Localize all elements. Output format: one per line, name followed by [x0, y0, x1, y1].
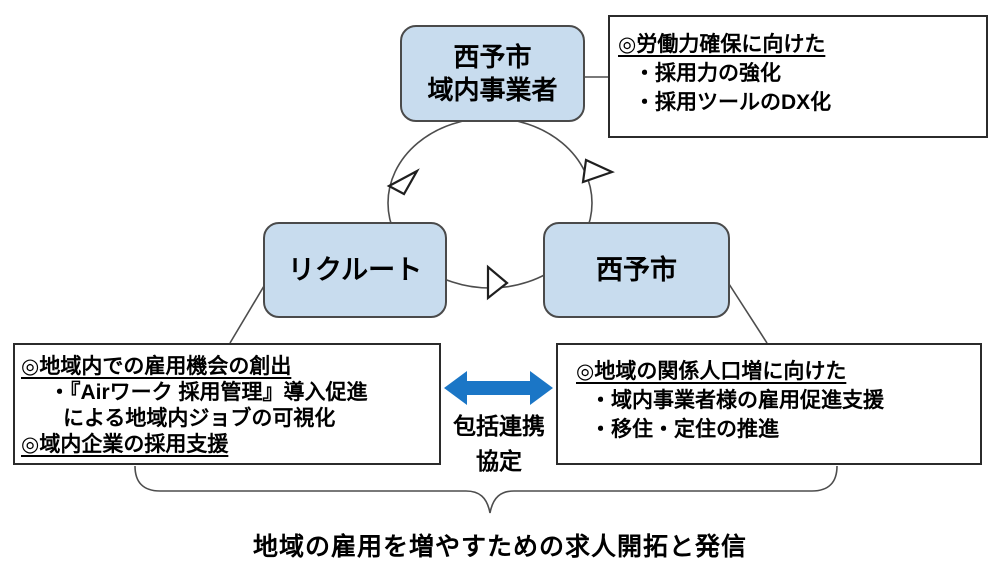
note-city-item: ・移住・定住の推進 [590, 418, 779, 441]
node-business-line2: 域内事業者 [427, 74, 558, 105]
bottom-brace [134, 465, 838, 514]
note-recruit-heading2: ◎域内企業の採用支援 [21, 433, 229, 456]
partnership-label-line2: 協定 [476, 448, 522, 474]
note-recruit: ◎地域内での雇用機会の創出 ・『Airワーク 採用管理』導入促進 による地域内ジ… [13, 343, 441, 465]
node-recruit: リクルート [263, 222, 447, 318]
note-business-item: ・採用力の強化 [634, 62, 781, 85]
note-business-heading: ◎労働力確保に向けた [618, 33, 826, 56]
cycle-arrowhead-right [581, 158, 615, 184]
note-business-item: ・採用ツールのDX化 [634, 91, 832, 114]
partnership-label-line1: 包括連携 [453, 413, 545, 439]
note-city: ◎地域の関係人口増に向けた ・域内事業者様の雇用促進支援 ・移住・定住の推進 [556, 343, 982, 465]
diagram-caption: 地域の雇用を増やすための求人開拓と発信 [252, 533, 747, 561]
node-city: 西予市 [543, 222, 730, 318]
cycle-arrowhead-left [386, 168, 420, 196]
cycle-arrowhead-bottom [486, 264, 509, 301]
node-recruit-label: リクルート [287, 254, 423, 285]
partnership-label: 包括連携 協定 [436, 409, 562, 479]
node-business-line1: 西予市 [453, 41, 532, 72]
partnership-double-arrow [444, 371, 553, 405]
connector-right [728, 283, 768, 344]
connector-left [229, 285, 265, 344]
note-city-item: ・域内事業者様の雇用促進支援 [590, 389, 884, 412]
node-city-label: 西予市 [596, 254, 677, 285]
note-recruit-item1-continuation: による地域内ジョブの可視化 [63, 407, 336, 430]
note-business: ◎労働力確保に向けた ・採用力の強化 ・採用ツールのDX化 [608, 15, 988, 138]
note-city-heading: ◎地域の関係人口増に向けた [576, 360, 847, 383]
note-recruit-item1: ・『Airワーク 採用管理』導入促進 [49, 381, 368, 404]
note-recruit-heading1: ◎地域内での雇用機会の創出 [21, 355, 292, 378]
node-business: 西予市 域内事業者 [400, 25, 585, 122]
